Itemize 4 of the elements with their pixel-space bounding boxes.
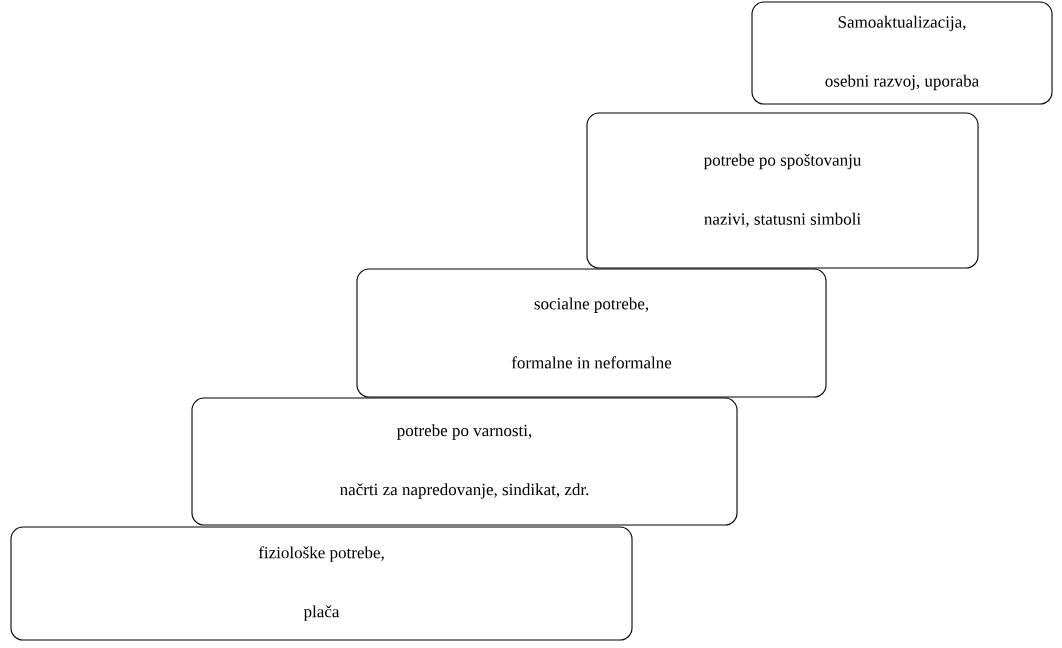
step-box: potrebe po spoštovanju nazivi, statusni simboli (586, 112, 979, 269)
step-box: potrebe po varnosti, načrti za napredovanje, sindikat, zdr. (191, 397, 738, 526)
step-box: fiziološke potrebe, plača (10, 526, 633, 641)
step-box: Samoaktualizacija, osebni razvoj, uporaba (751, 1, 1053, 105)
